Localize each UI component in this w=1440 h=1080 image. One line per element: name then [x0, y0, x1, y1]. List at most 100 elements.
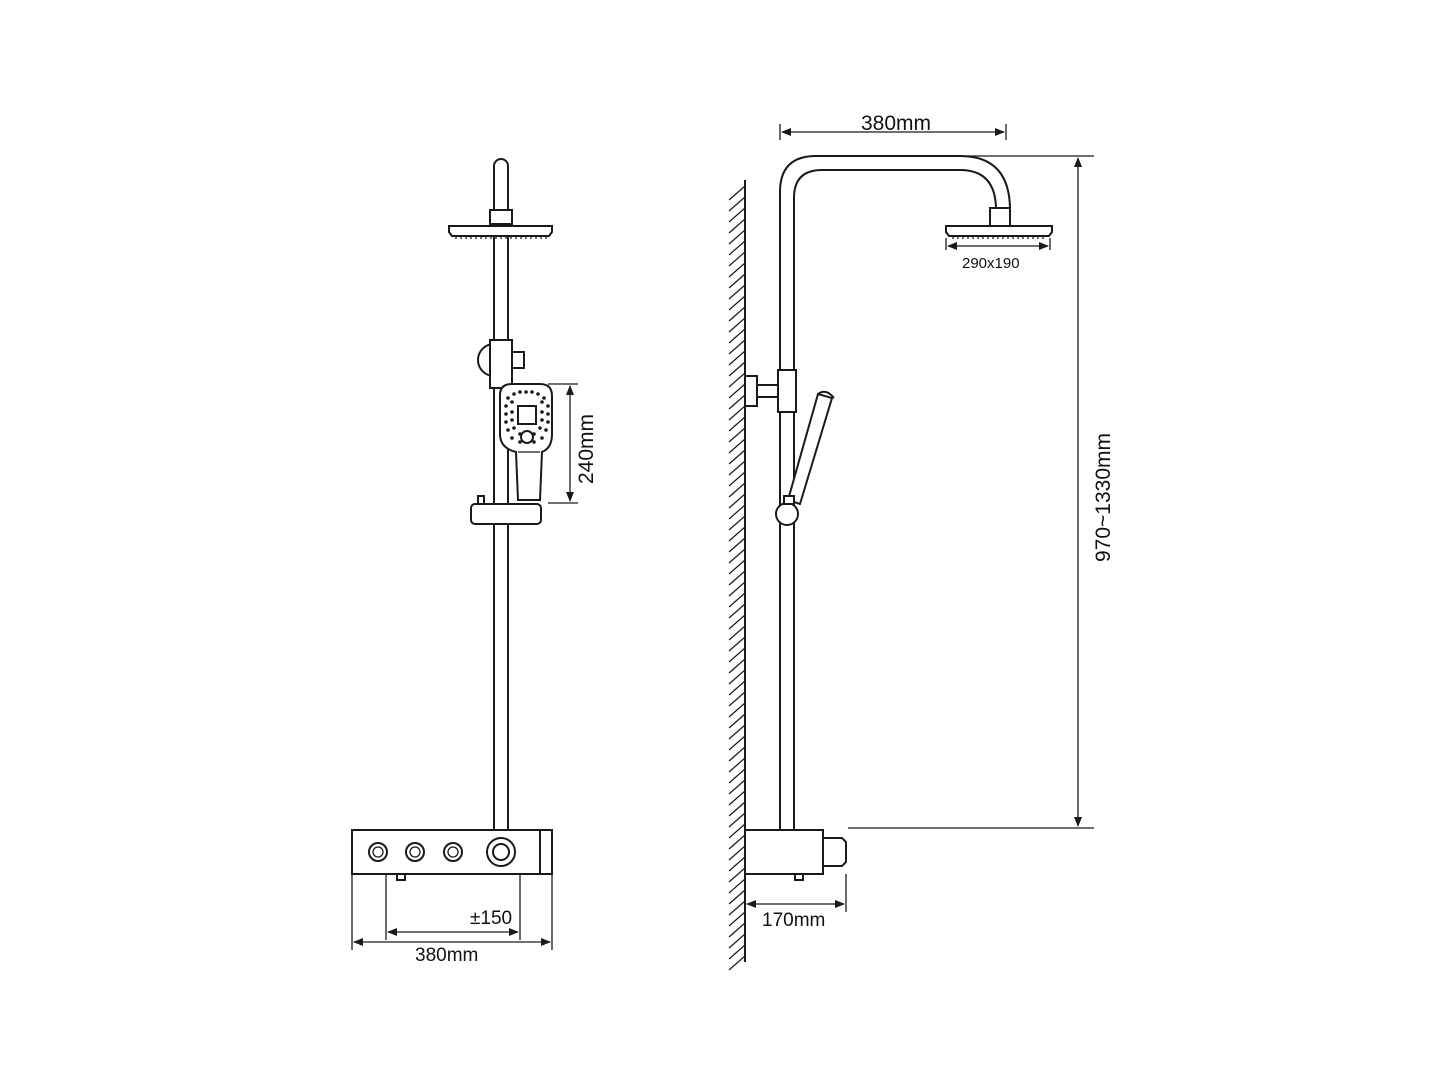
wall-bracket-front — [477, 339, 525, 389]
hatch-line — [728, 845, 746, 861]
hatch-line — [728, 416, 746, 432]
thermostatic-panel-side — [744, 829, 847, 881]
panel-depth-label: 170mm — [762, 910, 825, 931]
hatch-line — [728, 262, 746, 278]
riser-and-arm-side — [779, 155, 1011, 830]
hatch-line — [728, 196, 746, 212]
handshower-height-dimension: 240mm — [548, 383, 598, 504]
hand-shower-front — [499, 383, 553, 501]
hatch-line — [728, 801, 746, 817]
hatch-line — [728, 900, 746, 916]
hatch-line — [728, 768, 746, 784]
hatch-line — [728, 438, 746, 454]
hatch-line — [728, 339, 746, 355]
height-range-dimension: 970~1330mm — [848, 155, 1115, 829]
temperature-dial — [486, 837, 516, 867]
hatch-line — [728, 878, 746, 894]
spray-nozzles — [504, 390, 550, 444]
hatch-line — [728, 889, 746, 905]
hatch-line — [728, 933, 746, 949]
hatch-line — [728, 229, 746, 245]
panel-width-label: 380mm — [415, 945, 478, 966]
panel-depth-dimension: 170mm — [746, 874, 847, 931]
hatch-line — [728, 361, 746, 377]
front-view: ±150 380mm 240mm — [351, 158, 598, 966]
thermostatic-panel-front — [351, 829, 553, 881]
arm-reach-dimension: 380mm — [779, 112, 1007, 140]
arm-reach-label: 380mm — [861, 112, 931, 135]
hatch-line — [728, 669, 746, 685]
hatch-line — [728, 647, 746, 663]
hatch-line — [728, 306, 746, 322]
hatch-line — [728, 317, 746, 333]
hatch-line — [728, 240, 746, 256]
hatch-line — [728, 812, 746, 828]
hatch-line — [728, 570, 746, 586]
side-view: 290x190 380mm — [728, 112, 1115, 971]
hatch-line — [728, 449, 746, 465]
hatch-line — [728, 779, 746, 795]
hatch-line — [728, 383, 746, 399]
hatch-line — [728, 218, 746, 234]
wall-bracket-side — [744, 369, 797, 413]
hatch-line — [728, 482, 746, 498]
inlet-dimension: ±150 — [385, 874, 521, 940]
hatch-line — [728, 944, 746, 960]
hatch-line — [728, 823, 746, 839]
hatch-line — [728, 834, 746, 850]
rain-shower-head-side — [945, 225, 1053, 239]
control-knob-1 — [368, 842, 388, 862]
hatch-line — [728, 559, 746, 575]
hatch-line — [728, 867, 746, 883]
hatch-line — [728, 757, 746, 773]
hatch-line — [728, 746, 746, 762]
hatch-line — [728, 251, 746, 267]
hatch-line — [728, 427, 746, 443]
hatch-line — [728, 592, 746, 608]
hatch-line — [728, 680, 746, 696]
hatch-line — [728, 548, 746, 564]
hatch-line — [728, 603, 746, 619]
hatch-line — [728, 515, 746, 531]
hatch-line — [728, 328, 746, 344]
control-knob-2 — [405, 842, 425, 862]
hatch-line — [728, 471, 746, 487]
control-knob-3 — [443, 842, 463, 862]
hatch-line — [728, 713, 746, 729]
hatch-line — [728, 493, 746, 509]
hatch-line — [728, 207, 746, 223]
hatch-line — [728, 372, 746, 388]
hatch-line — [728, 856, 746, 872]
height-range-label: 970~1330mm — [1092, 433, 1115, 562]
hatch-line — [728, 394, 746, 410]
hatch-line — [728, 504, 746, 520]
hatch-line — [728, 295, 746, 311]
riser-pipe-front — [493, 236, 509, 830]
hatch-line — [728, 526, 746, 542]
hatch-line — [728, 185, 746, 201]
hatch-line — [728, 790, 746, 806]
hatch-line — [728, 735, 746, 751]
hatch-line — [728, 405, 746, 421]
hatch-line — [728, 636, 746, 652]
hatch-line — [728, 911, 746, 927]
slide-holder-front — [470, 495, 542, 525]
head-size-dimension: 290x190 — [945, 238, 1051, 272]
hatch-line — [728, 691, 746, 707]
wall — [728, 180, 746, 971]
wall-hatching — [728, 185, 746, 971]
hatch-line — [728, 955, 746, 971]
hatch-line — [728, 273, 746, 289]
hatch-line — [728, 614, 746, 630]
hatch-line — [728, 658, 746, 674]
rain-shower-head-front — [448, 209, 553, 239]
head-size-label: 290x190 — [962, 255, 1020, 272]
hatch-line — [728, 922, 746, 938]
hatch-line — [728, 702, 746, 718]
hand-shower-side — [775, 390, 835, 526]
hatch-line — [728, 460, 746, 476]
top-riser-stub — [493, 158, 509, 210]
handshower-height-label: 240mm — [575, 414, 598, 484]
hatch-line — [728, 350, 746, 366]
